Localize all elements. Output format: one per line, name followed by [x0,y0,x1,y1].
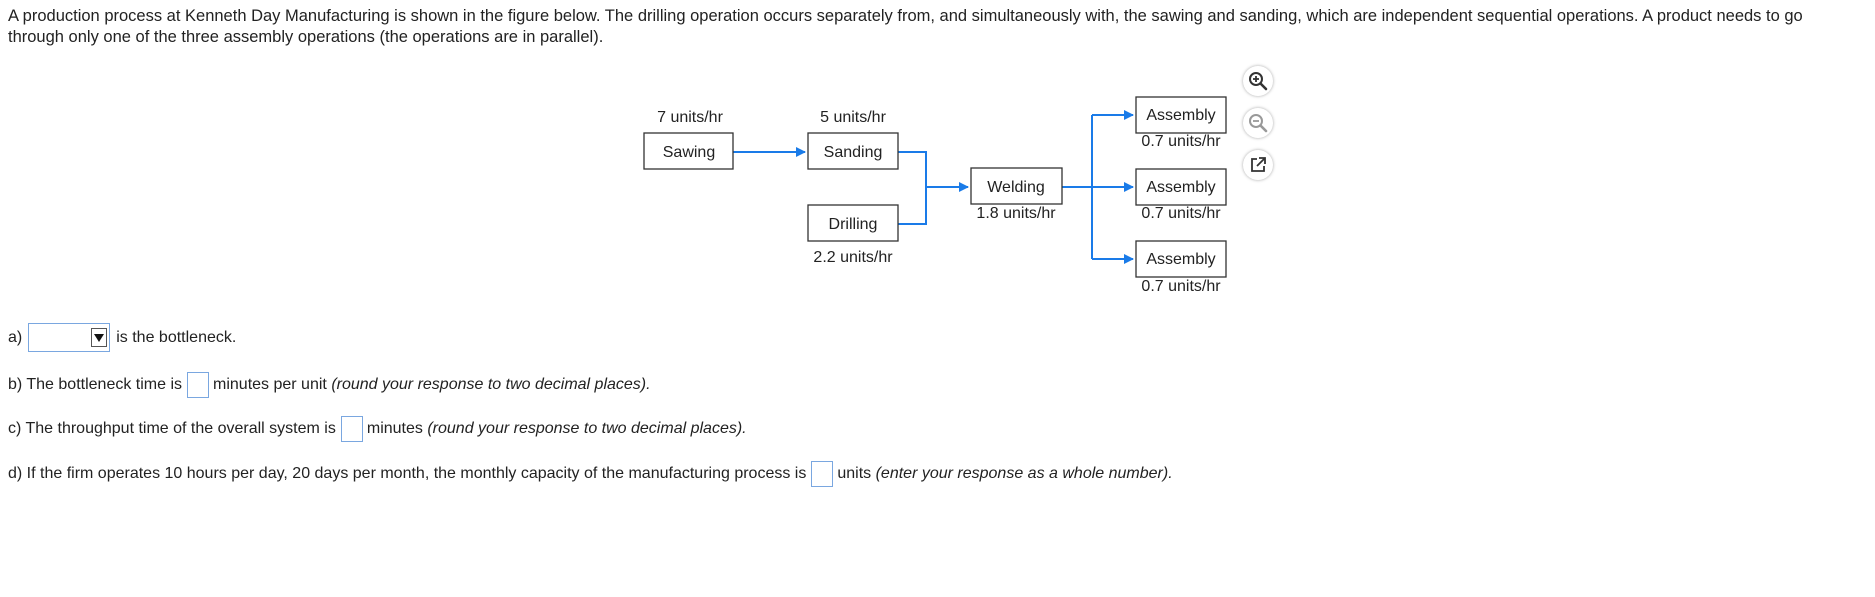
line-drilling-to-merge [898,187,927,225]
question-b: b) The bottleneck time is minutes per un… [8,372,651,398]
process-flow-diagram: 7 units/hr Sawing 5 units/hr Sanding Dri… [643,96,1227,295]
zoom-out-button[interactable] [1243,108,1273,138]
popout-button[interactable] [1243,150,1273,180]
assembly-2-label: Assembly [1146,179,1215,196]
dropdown-arrow-icon [91,328,108,347]
welding-label: Welding [987,179,1045,196]
question-c-hint: (round your response to two decimal plac… [427,420,747,437]
drilling-label: Drilling [829,216,878,233]
assembly-box-2 [1135,168,1227,206]
bottleneck-select[interactable] [28,323,111,352]
monthly-capacity-input[interactable] [811,461,834,487]
sawing-rate: 7 units/hr [657,109,723,126]
figure-toolbar [1243,66,1275,192]
assembly-3-label: Assembly [1146,251,1215,268]
question-d-suffix: units [837,465,872,482]
assembly-1-rate: 0.7 units/hr [1141,133,1221,150]
question-d-hint: (enter your response as a whole number). [875,465,1173,482]
zoom-out-icon [1249,114,1268,133]
bottleneck-time-input[interactable] [187,372,210,398]
sawing-box [643,132,734,170]
sanding-box [807,132,899,170]
assembly-box-1 [1135,96,1227,134]
question-c-prefix: c) The throughput time of the overall sy… [8,420,336,437]
question-c: c) The throughput time of the overall sy… [8,416,747,442]
question-a-prefix: a) [8,328,23,346]
question-d: d) If the firm operates 10 hours per day… [8,461,1173,487]
question-a: a) is the bottleneck. [8,323,236,352]
question-b-hint: (round your response to two decimal plac… [331,376,651,393]
external-link-icon [1251,157,1266,172]
zoom-in-icon [1249,72,1268,91]
welding-rate: 1.8 units/hr [976,205,1056,222]
question-b-prefix: b) The bottleneck time is [8,376,183,393]
sanding-label: Sanding [824,144,883,161]
drilling-rate: 2.2 units/hr [813,249,893,266]
drilling-box [807,204,899,242]
question-c-suffix: minutes [366,420,423,437]
assembly-1-label: Assembly [1146,107,1215,124]
flow-connectors [733,110,1134,264]
assembly-box-3 [1135,240,1227,278]
zoom-in-button[interactable] [1243,66,1273,96]
assembly-2-rate: 0.7 units/hr [1141,205,1221,222]
problem-statement: A production process at Kenneth Day Manu… [8,7,1803,46]
assembly-3-rate: 0.7 units/hr [1141,278,1221,295]
throughput-time-input[interactable] [340,416,363,442]
welding-box [970,167,1063,205]
question-d-prefix: d) If the firm operates 10 hours per day… [8,465,807,482]
question-b-suffix: minutes per unit [213,376,327,393]
sanding-rate: 5 units/hr [820,109,886,126]
line-sanding-to-merge [898,151,927,187]
question-a-suffix: is the bottleneck. [116,328,237,346]
sawing-label: Sawing [663,144,715,161]
